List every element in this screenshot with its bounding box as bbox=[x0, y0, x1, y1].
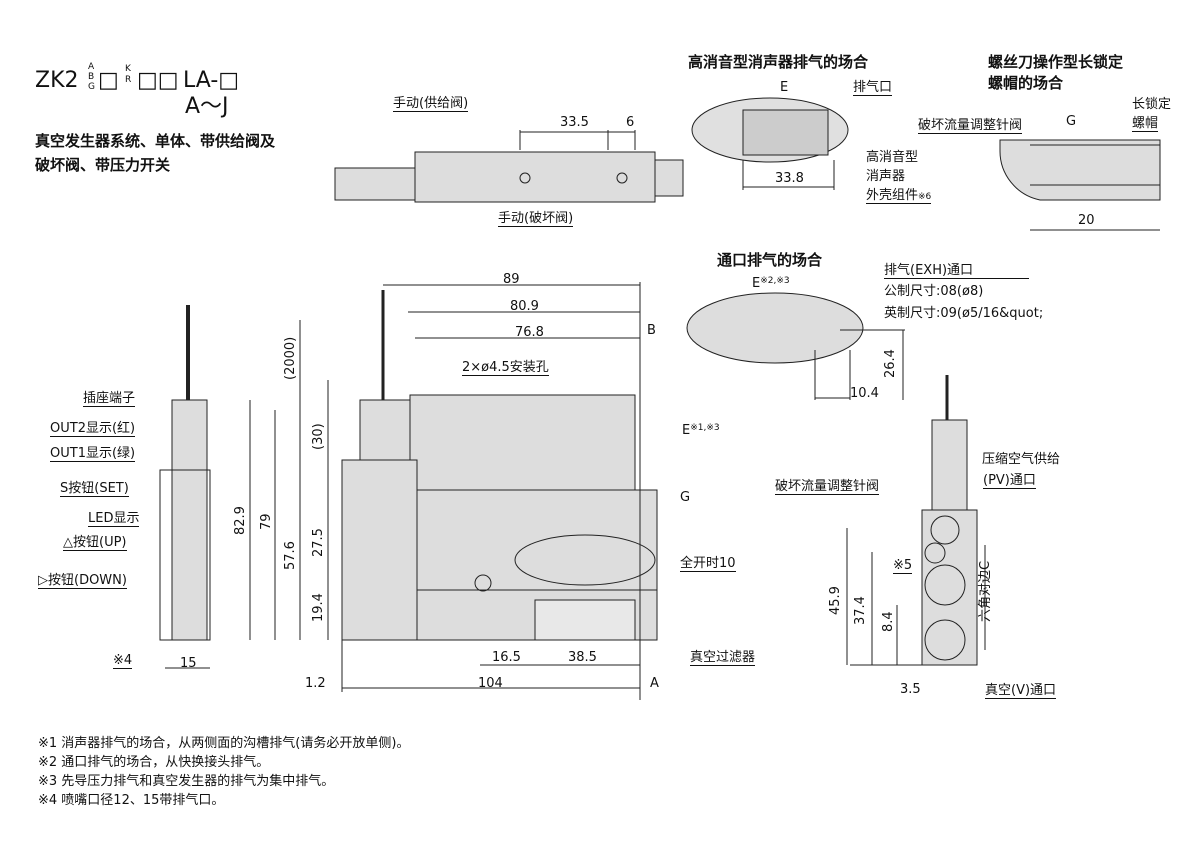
dim-8-4: 8.4 bbox=[881, 611, 896, 632]
full-open-label: 全开时10 bbox=[680, 556, 736, 572]
break-needle-label: 破坏流量调整针阀 bbox=[775, 479, 880, 495]
port-mark: E※2,※3 bbox=[752, 276, 790, 291]
port-exhaust-detail bbox=[686, 292, 905, 400]
silencer-mark-e: E bbox=[780, 80, 789, 95]
silencer-part-line-3: 外壳组件※6 bbox=[866, 188, 932, 204]
dim-37-4: 37.4 bbox=[853, 596, 868, 625]
set-button-label: S按钮(SET) bbox=[60, 481, 129, 497]
lock-detail bbox=[999, 139, 1161, 231]
hex-across-flats: 六角对边C bbox=[978, 560, 993, 622]
model-prefix: ZK2 bbox=[35, 68, 79, 93]
manual-supply-label: 手动(供给阀) bbox=[393, 96, 469, 112]
model-number: ZK2 bbox=[35, 70, 79, 92]
connector-label: 插座端子 bbox=[83, 391, 136, 407]
dim-79: 79 bbox=[259, 513, 274, 530]
mark-b: B bbox=[647, 323, 656, 338]
pv-port-line-2: (PV)通口 bbox=[983, 473, 1036, 489]
note-4: ※4 喷嘴口径12、15带排气口。 bbox=[38, 793, 225, 808]
out1-label: OUT1显示(绿) bbox=[50, 446, 136, 462]
silencer-heading: 高消音型消声器排气的场合 bbox=[688, 53, 869, 71]
note-1: ※1 消声器排气的场合，从两侧面的沟槽排气(请务必开放单侧)。 bbox=[38, 736, 410, 751]
model-sub-range: A～J bbox=[185, 94, 229, 119]
lock-nut-line-1: 长锁定 bbox=[1132, 97, 1172, 112]
lock-heading-2: 螺帽的场合 bbox=[988, 74, 1064, 92]
dim-57-6: 57.6 bbox=[283, 541, 298, 570]
top-view-body bbox=[334, 130, 684, 203]
description-line-2: 破坏阀、带压力开关 bbox=[35, 156, 171, 174]
led-label: LED显示 bbox=[88, 511, 140, 527]
note-2: ※2 通口排气的场合，从快换接头排气。 bbox=[38, 755, 270, 770]
dim-76-8: 76.8 bbox=[515, 325, 544, 340]
opt-b: B bbox=[88, 72, 95, 82]
vacuum-port-label: 真空(V)通口 bbox=[985, 683, 1057, 699]
opt-r: R bbox=[125, 75, 132, 85]
mark-a: A bbox=[650, 676, 659, 691]
pv-port-line-1: 压缩空气供给 bbox=[982, 452, 1061, 467]
lock-needle-label: 破坏流量调整针阀 bbox=[918, 118, 1023, 134]
manual-break-label: 手动(破坏阀) bbox=[498, 211, 574, 227]
dim-3-5: 3.5 bbox=[900, 682, 921, 697]
dim-104: 104 bbox=[478, 676, 503, 691]
main-view-body bbox=[249, 282, 658, 700]
mark-e-note: ※1,※3 bbox=[690, 423, 720, 433]
port-mark-note: ※2,※3 bbox=[760, 276, 790, 286]
model-boxes: □□ bbox=[137, 68, 179, 93]
dim-82-9: 82.9 bbox=[233, 506, 248, 535]
silencer-detail bbox=[691, 97, 849, 190]
model-suffix: LA-□ bbox=[183, 68, 240, 93]
dim-15: 15 bbox=[180, 656, 197, 671]
dim-45-9: 45.9 bbox=[828, 586, 843, 615]
out2-label: OUT2显示(红) bbox=[50, 421, 136, 437]
opt-g: G bbox=[88, 82, 95, 92]
metric-size: 公制尺寸:08(ø8) bbox=[884, 284, 984, 299]
model-box: □ bbox=[98, 68, 119, 93]
port-heading: 通口排气的场合 bbox=[717, 251, 823, 269]
dim-16-5: 16.5 bbox=[492, 650, 521, 665]
dim-1-2: 1.2 bbox=[305, 676, 326, 691]
dim-6: 6 bbox=[626, 115, 635, 130]
silencer-part-text: 外壳组件 bbox=[866, 188, 919, 203]
opt-k: K bbox=[125, 64, 131, 74]
exh-port-label: 排气(EXH)通口 bbox=[884, 264, 1029, 279]
vacuum-filter-label: 真空过滤器 bbox=[690, 650, 756, 666]
silencer-part-note: ※6 bbox=[918, 192, 932, 202]
dim-89: 89 bbox=[503, 272, 520, 287]
dim-27-5: 27.5 bbox=[311, 528, 326, 557]
side-view-body bbox=[159, 305, 211, 669]
note5-mark: ※5 bbox=[893, 558, 913, 574]
up-button-label: △按钮(UP) bbox=[63, 535, 127, 551]
right-view-body bbox=[846, 375, 986, 666]
port-mark-e: E bbox=[752, 276, 761, 291]
note-3: ※3 先导压力排气和真空发生器的排气为集中排气。 bbox=[38, 774, 335, 789]
dim-33-8: 33.8 bbox=[775, 171, 804, 186]
dim-26-4: 26.4 bbox=[883, 349, 898, 378]
inch-size: 英制尺寸:09(ø5/16&quot; bbox=[884, 306, 1044, 321]
lock-heading-1: 螺丝刀操作型长锁定 bbox=[988, 53, 1124, 71]
mark-g: G bbox=[680, 490, 691, 505]
mark-e: E bbox=[682, 423, 691, 438]
dim-19-4: 19.4 bbox=[311, 593, 326, 622]
mark-e-main: E※1,※3 bbox=[682, 423, 720, 438]
dim-38-5: 38.5 bbox=[568, 650, 597, 665]
down-button-label: ▷按钮(DOWN) bbox=[38, 573, 127, 589]
opt-a: A bbox=[88, 62, 95, 72]
note4-mark: ※4 bbox=[113, 653, 133, 669]
exhaust-port-label: 排气口 bbox=[853, 80, 893, 96]
lock-mark-g: G bbox=[1066, 114, 1077, 129]
dim-33-5: 33.5 bbox=[560, 115, 589, 130]
silencer-part-line-2: 消声器 bbox=[866, 169, 906, 184]
dim-2000: (2000) bbox=[283, 336, 298, 380]
dim-30: (30) bbox=[311, 423, 326, 450]
mounting-holes-label: 2×ø4.5安装孔 bbox=[462, 360, 549, 376]
dim-20: 20 bbox=[1078, 213, 1095, 228]
silencer-part-line-1: 高消音型 bbox=[866, 150, 919, 165]
lock-nut-line-2: 螺帽 bbox=[1132, 116, 1159, 132]
dim-80-9: 80.9 bbox=[510, 299, 539, 314]
dim-10-4: 10.4 bbox=[850, 386, 879, 401]
description-line-1: 真空发生器系统、单体、带供给阀及 bbox=[35, 132, 276, 150]
